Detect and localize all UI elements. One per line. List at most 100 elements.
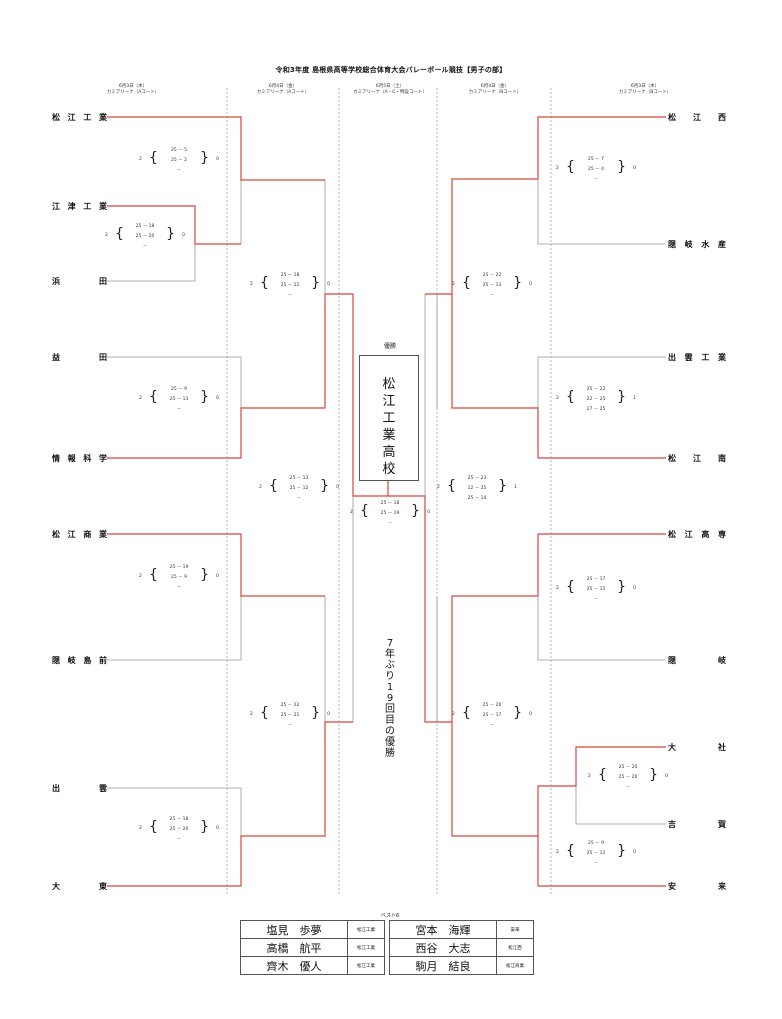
column-header-3: 6月5日（土） カミアリーナ（A・C・特設コート）	[335, 84, 445, 96]
player-school: 松江工業	[347, 938, 385, 957]
score-set-2: 25 － 21	[280, 713, 300, 718]
score-set-3: －	[387, 521, 393, 526]
score-block-r1: 25 － 7 25 － 4 － 2 0 { }	[556, 156, 636, 192]
team-right-1: 松江西	[668, 113, 726, 122]
loser-path	[537, 179, 666, 245]
loser-path	[107, 596, 242, 661]
best6-label: ベスト6	[380, 913, 400, 919]
score-block-l3: 25 － 9 25 － 13 － 2 0 { }	[139, 386, 219, 422]
sets-won-right: 0	[216, 574, 219, 579]
sets-won-left: 2	[452, 712, 455, 717]
team-right-9: 安来	[668, 882, 726, 891]
score-set-1: 25 － 22	[482, 273, 502, 278]
right-brace-icon: }	[320, 478, 329, 494]
player-name: 高橋 航平	[240, 938, 348, 957]
champion-name: 松江工業高校	[382, 377, 396, 477]
left-brace-icon: {	[447, 478, 456, 494]
score-set-1: 25 － 18	[380, 501, 400, 506]
sets-won-left: 2	[139, 574, 142, 579]
column-date: 6月5日（土）	[375, 84, 405, 89]
score-set-2: 25 － 13	[169, 397, 189, 402]
team-right-5: 松江高専	[668, 530, 726, 539]
team-left-5: 情報科学	[52, 454, 107, 463]
sets-won-right: 0	[427, 510, 430, 515]
right-brace-icon: }	[200, 819, 209, 835]
sets-won-left: 2	[437, 485, 440, 490]
score-set-2: 25 － 2	[171, 158, 187, 163]
score-set-1: 25 － 17	[586, 577, 606, 582]
sets-won-right: 0	[182, 233, 185, 238]
left-brace-icon: {	[360, 503, 369, 519]
sets-won-right: 0	[327, 712, 330, 717]
player-school: 松江工業	[347, 920, 385, 939]
player-name: 宮本 海輝	[389, 920, 497, 939]
sets-won-left: 2	[588, 774, 591, 779]
team-left-8: 出雲	[52, 784, 107, 793]
sets-won-right: 0	[216, 826, 219, 831]
winner-path	[107, 533, 325, 597]
right-brace-icon: }	[200, 389, 209, 405]
sets-won-right: 0	[633, 850, 636, 855]
column-venue: カミアリーナ（Bコート）	[468, 90, 522, 95]
column-header-5: 6月3日（木） カミアリーナ（Bコート）	[590, 84, 700, 96]
right-brace-icon: }	[311, 705, 320, 721]
sets-won-right: 1	[633, 396, 636, 401]
loser-path	[537, 596, 666, 661]
score-block-l2: 25 － 18 25 － 20 － 2 0 { }	[105, 223, 185, 259]
winner-path	[425, 116, 666, 295]
score-set-3: －	[176, 168, 182, 173]
sets-won-left: 2	[556, 586, 559, 591]
right-brace-icon: }	[166, 226, 175, 242]
score-set-3: －	[625, 785, 631, 790]
score-set-3: －	[176, 585, 182, 590]
score-set-1: 25 － 9	[588, 841, 604, 846]
score-set-3: －	[287, 293, 293, 298]
score-block-lq3: 25 － 22 25 － 21 － 2 0 { }	[250, 702, 330, 738]
right-brace-icon: }	[513, 705, 522, 721]
team-left-4: 益田	[52, 353, 107, 362]
score-set-2: 12 － 25	[467, 486, 487, 491]
column-date: 6月4日（金）	[268, 84, 298, 89]
right-brace-icon: }	[649, 767, 658, 783]
sets-won-left: 2	[250, 282, 253, 287]
table-row: 齊木 優人 松江工業 駒月 結良 松江商業	[240, 956, 534, 975]
sets-won-left: 2	[556, 396, 559, 401]
right-brace-icon: }	[617, 159, 626, 175]
score-set-3: －	[287, 723, 293, 728]
player-name: 駒月 結良	[389, 956, 497, 975]
player-name: 西谷 大志	[389, 938, 497, 957]
score-block-l4: 25 － 19 25 － 9 － 2 0 { }	[139, 564, 219, 600]
right-brace-icon: }	[617, 389, 626, 405]
team-right-2: 隠岐水産	[668, 240, 726, 249]
column-header-2: 6月4日（金） カミアリーナ（Aコート）	[228, 84, 338, 96]
score-set-1: 25 － 22	[586, 387, 606, 392]
score-block-l1: 25 － 5 25 － 2 － 2 0 { }	[139, 147, 219, 183]
score-set-2: 25 － 20	[135, 234, 155, 239]
score-set-3: －	[176, 407, 182, 412]
sets-won-right: 1	[514, 485, 517, 490]
team-left-2: 江津工業	[52, 202, 107, 211]
column-dividers	[226, 88, 552, 895]
winner-path	[451, 294, 666, 459]
left-brace-icon: {	[149, 150, 158, 166]
winner-path	[107, 205, 241, 245]
right-brace-icon: }	[200, 150, 209, 166]
score-set-2: 22 － 25	[586, 397, 606, 402]
team-left-6: 松江商業	[52, 530, 107, 539]
score-set-2: 25 － 12	[586, 851, 606, 856]
player-school: 安来	[496, 920, 534, 939]
sets-won-right: 0	[633, 166, 636, 171]
sets-won-right: 0	[529, 282, 532, 287]
score-set-1: 25 － 22	[280, 703, 300, 708]
winner-path	[107, 721, 353, 887]
score-block-r2: 25 － 22 22 － 25 27 － 25 2 1 { }	[556, 386, 636, 422]
score-set-3: －	[593, 861, 599, 866]
score-set-2: 25 － 13	[482, 283, 502, 288]
score-set-3: －	[296, 496, 302, 501]
loser-paths	[107, 179, 666, 836]
winner-path	[107, 293, 388, 497]
player-name: 塩見 歩夢	[240, 920, 348, 939]
left-brace-icon: {	[149, 567, 158, 583]
left-brace-icon: {	[149, 819, 158, 835]
